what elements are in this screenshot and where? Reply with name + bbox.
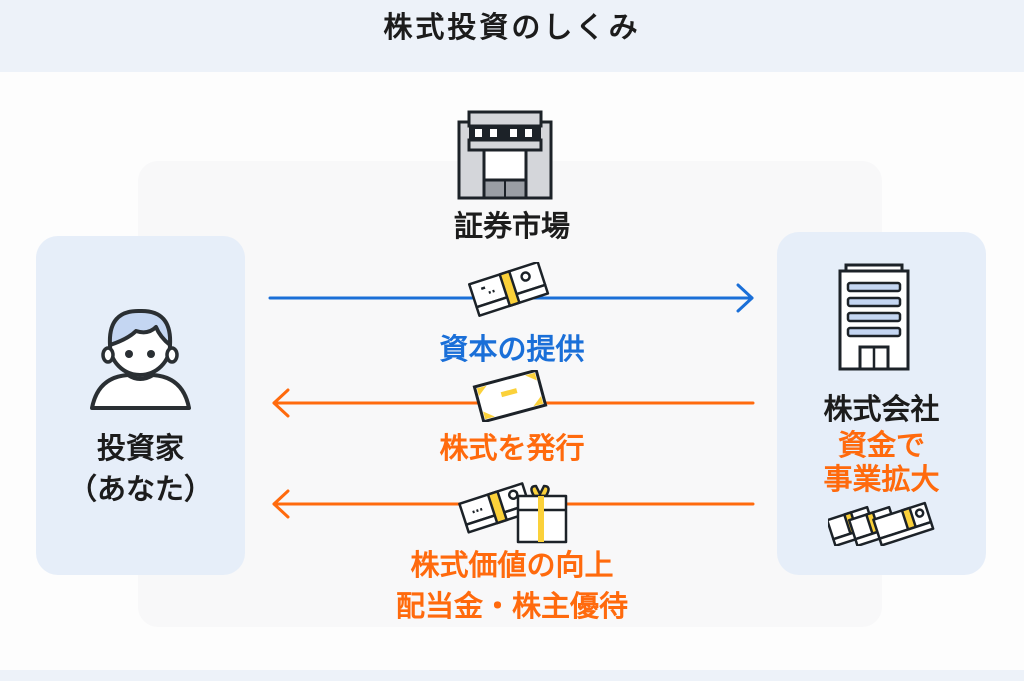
money-bundle-icon [467,262,550,317]
stock-exchange-building-icon [457,110,553,200]
company-label: 株式会社 [823,392,940,426]
flow-capital-label: 資本の提供 [439,332,585,366]
header-banner: 株式投資のしくみ [0,0,1024,72]
investor-sublabel: （あなた） [67,472,213,506]
investor-label: 投資家 [96,431,184,465]
money-and-gift-icon [458,482,568,544]
flow-stock-issue-label: 株式を発行 [439,431,585,465]
flow-returns-label-line2: 配当金・株主優待 [395,589,628,623]
stock-certificate-icon [472,370,548,422]
office-building-icon [838,263,910,371]
person-icon [90,308,191,410]
money-stacks-icon [828,501,935,546]
page-title: 株式投資のしくみ [383,10,641,44]
footer-band [0,670,1024,681]
flow-returns-label-line1: 株式価値の向上 [410,548,614,582]
company-benefit-line1: 資金で [837,428,925,462]
company-benefit-line2: 事業拡大 [823,462,940,496]
market-label: 証券市場 [453,209,570,243]
